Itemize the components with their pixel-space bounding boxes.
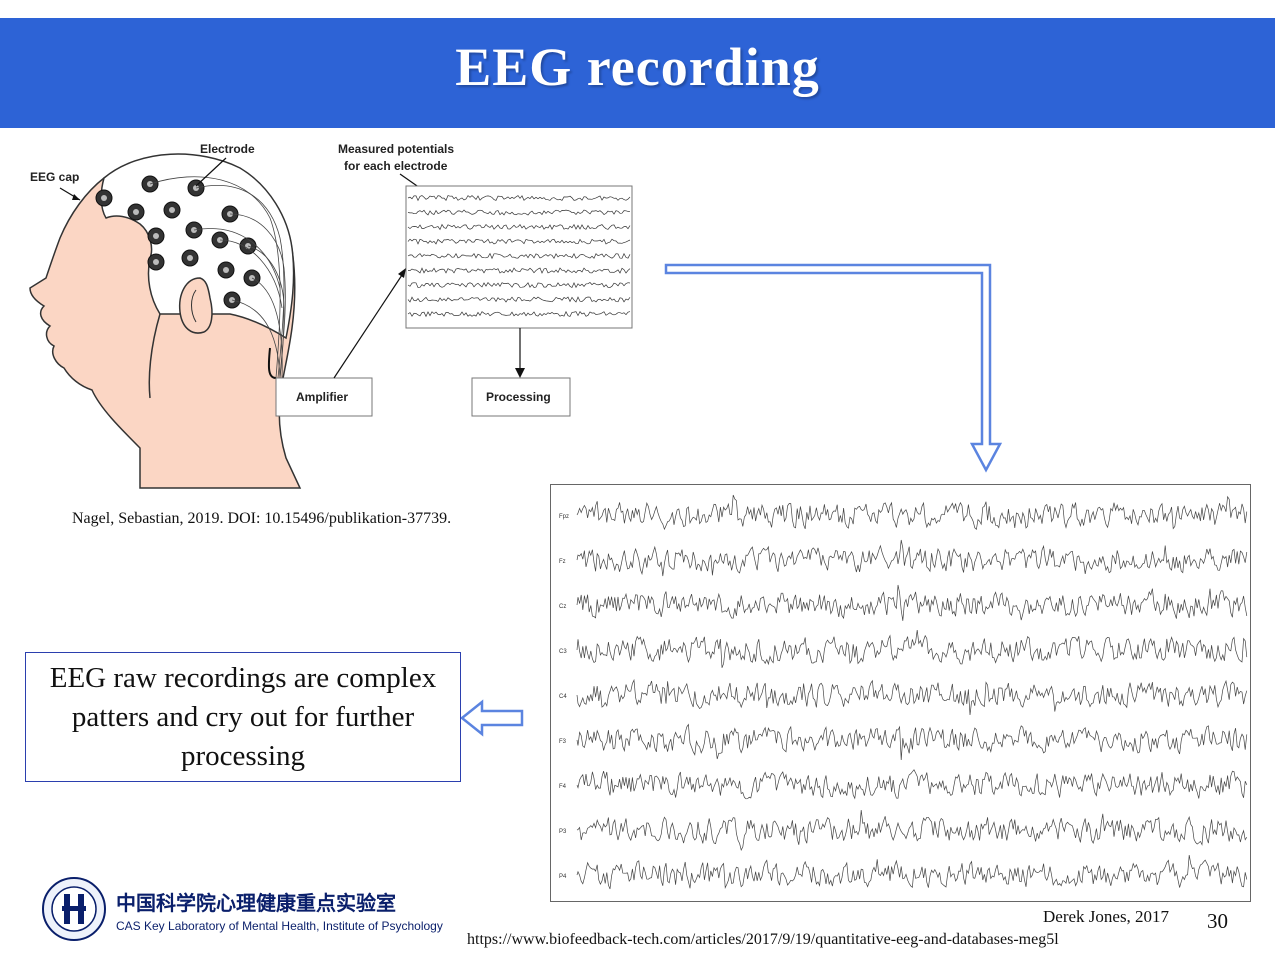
channel-label: C4 [559,694,567,700]
mini-trace [407,296,631,303]
callout-box: EEG raw recordings are complex patters a… [25,652,461,782]
mini-trace [407,223,631,231]
amplifier-box [275,377,373,417]
channel-label: C3 [559,649,567,655]
eeg-trace [576,678,1248,716]
eeg-credit: Derek Jones, 2017 [1043,907,1170,926]
lab-logo [42,877,106,941]
measured-potentials-traces [407,195,631,318]
eeg-trace [576,723,1248,761]
title-banner [0,18,1275,128]
ear [178,277,213,334]
mini-trace [407,209,631,216]
label-eeg-cap: EEG cap [30,170,79,184]
channel-label: F4 [559,784,567,790]
label-electrode: Electrode [200,142,255,156]
mini-trace [407,238,631,245]
mini-trace [407,195,631,202]
eeg-trace [576,539,1248,577]
eeg-cap [100,153,295,340]
processing-box [471,377,571,417]
channel-label: Fz [559,559,566,565]
channel-label: Cz [559,604,566,610]
page-number: 30 [1207,909,1228,933]
electrode-wires [149,176,286,379]
mini-trace [407,267,631,274]
eeg-trace [576,769,1248,800]
diagram-citation: Nagel, Sebastian, 2019. DOI: 10.15496/pu… [72,510,452,527]
processing-label: Processing [486,390,551,404]
slide-title: EEG recording [455,37,820,97]
callout-text: EEG raw recordings are complex patters a… [49,661,437,772]
channel-label: P4 [559,874,567,880]
eeg-trace [576,629,1248,668]
lab-name-chinese: 中国科学院心理健康重点实验室 [116,891,396,915]
channel-label: P3 [559,829,567,835]
amplifier-label: Amplifier [296,390,348,404]
eeg-setup-diagram: EEG cap Electrode Measured potentials fo… [29,142,633,489]
mini-trace [407,282,631,289]
eeg-trace [576,584,1248,621]
lab-name-english: CAS Key Laboratory of Mental Health, Ins… [116,919,443,933]
channel-label: F3 [559,739,567,745]
left-arrow [459,699,524,737]
elbow-down-arrow [664,263,1003,473]
channel-label: Fpz [559,514,569,520]
label-measured-line2: for each electrode [344,159,448,173]
mini-trace [407,252,631,260]
amplifier-cable [267,347,277,379]
source-url: https://www.biofeedback-tech.com/article… [467,931,1059,948]
eeg-trace [576,494,1248,531]
mini-trace [407,310,631,318]
cap-strap [148,313,161,399]
eeg-trace [576,809,1248,851]
eeg-trace [576,854,1248,890]
label-measured-line1: Measured potentials [338,142,454,156]
